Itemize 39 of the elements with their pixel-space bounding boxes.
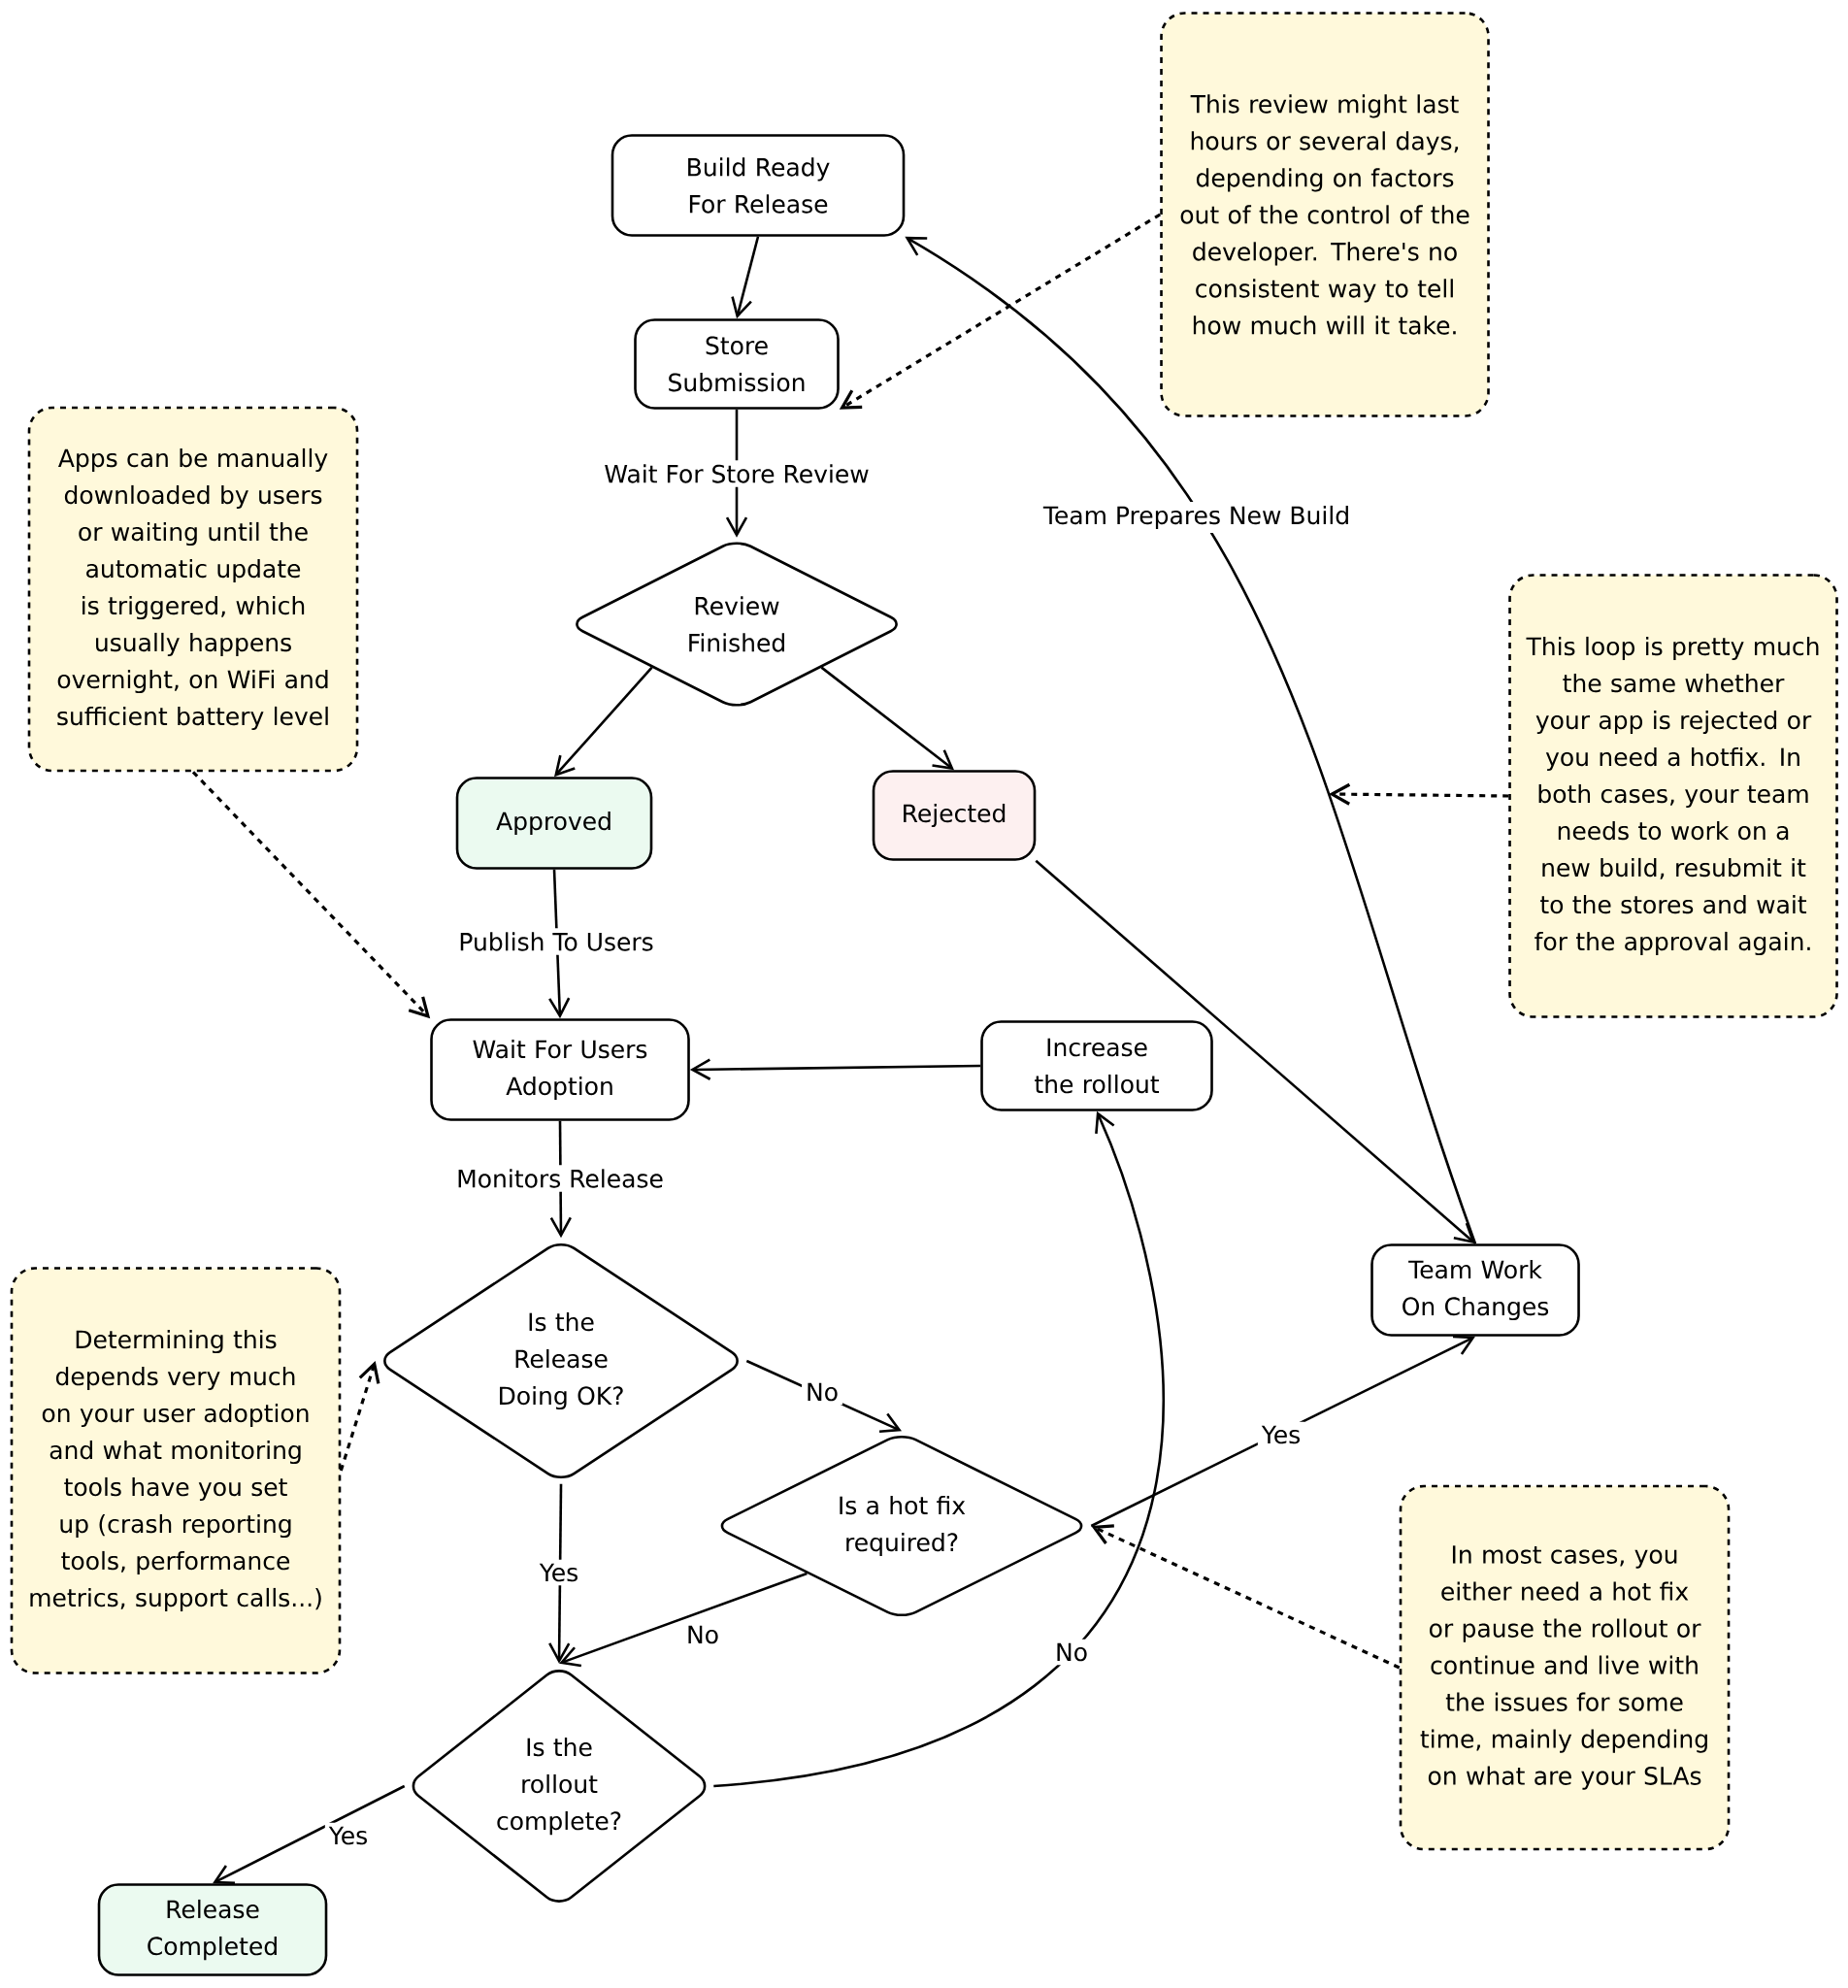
edge-label: Wait For Store Review [600, 460, 874, 487]
edge-label: Publish To Users [454, 928, 658, 955]
process-box: Wait For Users Adoption [430, 1018, 690, 1121]
edge-label: Team Prepares New Build [1039, 501, 1355, 534]
leader-arrow [1329, 782, 1509, 806]
edge-label: No [1051, 1639, 1092, 1666]
process-box: Build Ready For Release [610, 134, 906, 237]
process-box: Rejected [872, 770, 1037, 861]
arrow [820, 666, 954, 771]
arrow [548, 1483, 571, 1664]
note-box: This loop is pretty much the same whether your app is rejected or you need a hotfix. In both cases, your team needs to work on a new build, resubmit it to the stores and wait for the approval again. [1508, 574, 1838, 1018]
process-box: Store Submission [634, 318, 840, 410]
note-box: In most cases, you either need a hot fix or pause the rollout or continue and live with the issues for some time, mainly depending on what are your SLAs [1399, 1484, 1731, 1851]
leader-arrow [839, 213, 1162, 410]
leader-arrow [339, 1361, 380, 1472]
edge-label: Yes [1257, 1421, 1305, 1448]
edge-label: Yes [535, 1559, 583, 1586]
note-box: Apps can be manually downloaded by users or waiting until the automatic update is triggered, which usually happens overnight, on WiFi and sufficient battery level [27, 406, 359, 773]
process-box: Team Work On Changes [1370, 1243, 1580, 1337]
note-box: This review might last hours or several days, depending on factors out of the control of the developer. There's no consistent way to tell how much will it take. [1160, 12, 1490, 417]
edge-label: Monitors Release [452, 1165, 668, 1192]
leader-arrow [191, 771, 431, 1019]
edge-label: No [682, 1621, 723, 1648]
note-box: Determining this depends very much on your user adoption and what monitoring tools have you set up (crash reporting tools, performance metrics, support calls...) [10, 1267, 342, 1674]
arrow [1090, 1335, 1476, 1528]
arrow [559, 1572, 808, 1668]
edge-label: Yes [324, 1822, 373, 1849]
arrow [731, 236, 760, 319]
arrow [905, 236, 1477, 1244]
arrow [713, 1110, 1165, 1788]
process-box: Release Completed [97, 1883, 328, 1976]
leader-arrow [1091, 1524, 1401, 1670]
arrow [213, 1784, 406, 1885]
arrow [689, 1058, 981, 1080]
arrow [554, 666, 653, 778]
arrow [1035, 859, 1475, 1244]
edge-label: No [802, 1378, 842, 1406]
process-box: Approved [455, 777, 653, 870]
process-box: Increase the rollout [980, 1020, 1213, 1111]
